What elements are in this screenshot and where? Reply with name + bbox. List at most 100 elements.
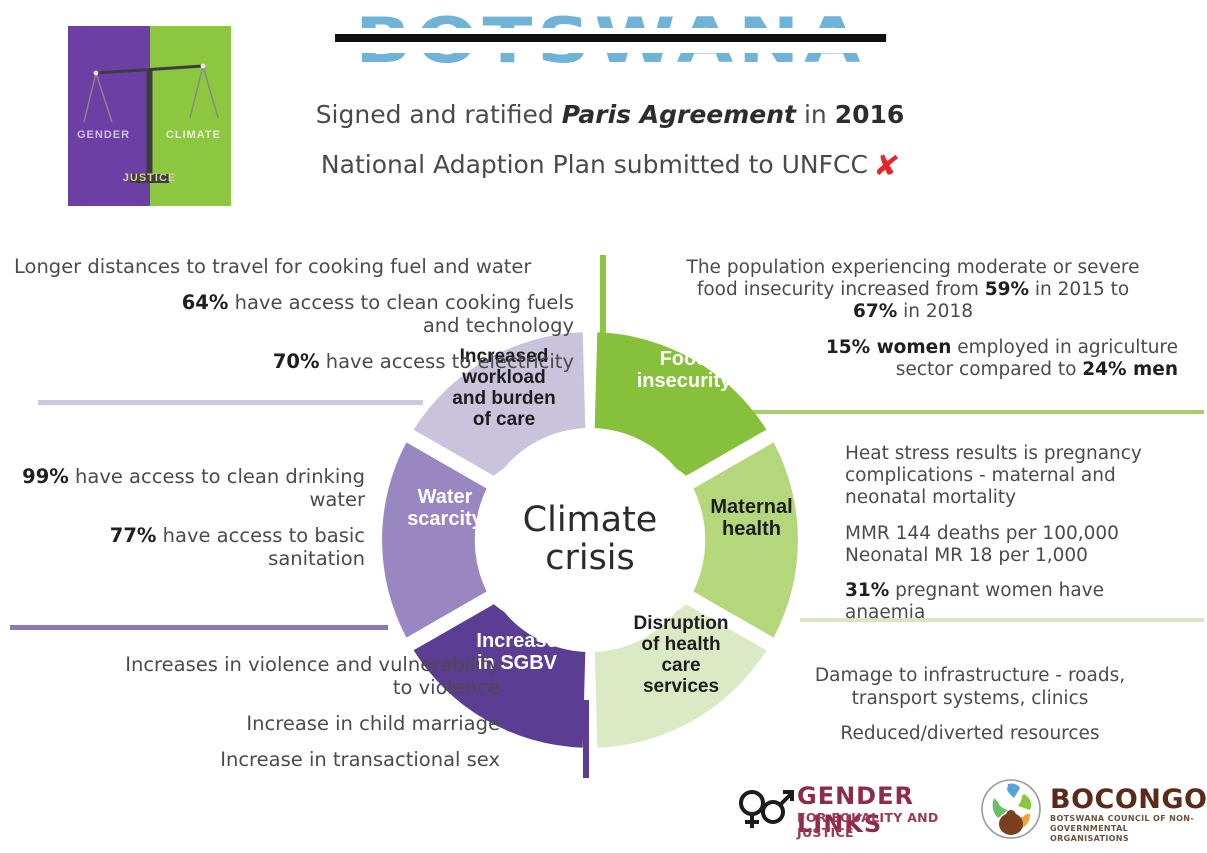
gender-climate-justice-logo: GENDER CLIMATE JUSTICE	[68, 26, 231, 206]
maternal-fact-1-b: complications - maternal and	[845, 465, 1116, 487]
rule-food-vertical	[600, 255, 606, 347]
text-block-increase-in-sgbv: Increases in violence and vulnerability …	[10, 653, 500, 784]
segment-water-scarcity[interactable]	[382, 442, 487, 638]
water-fact-1-cont: water	[309, 488, 365, 511]
scales-of-justice-icon	[83, 63, 219, 183]
maternal-mmr: MMR 144 deaths per 100,000	[845, 522, 1119, 544]
center-label-line: Climate	[522, 500, 658, 541]
sgbv-fact-1-b: to violence	[392, 676, 500, 699]
sgbv-fact-3: Increase in transactional sex	[220, 748, 500, 771]
food-fact-1-d: in 2018	[897, 301, 973, 323]
gender-links-logo: GENDER LINKS FOR EQUALITY AND JUSTICE	[735, 780, 960, 840]
health-fact-1: Damage to infrastructure - roads, transp…	[760, 665, 1180, 710]
maternal-fact-3-cont: anaemia	[845, 602, 926, 624]
climate-crisis-donut: Increased workload and burden of care Fo…	[370, 320, 810, 760]
segment-label-line: care	[661, 654, 701, 676]
sgbv-fact-1-a: Increases in violence and vulnerability	[125, 653, 500, 676]
food-fact-1-a: The population experiencing moderate or …	[686, 257, 1140, 278]
bocongo-logo: BOCONGO BOTSWANA COUNCIL OF NON-GOVERNME…	[980, 776, 1207, 843]
sgbv-fact-1: Increases in violence and vulnerability …	[10, 653, 500, 699]
workload-fact-3: 70% have access to electricity	[14, 350, 574, 373]
maternal-fact-2: MMR 144 deaths per 100,000 Neonatal MR 1…	[845, 523, 1185, 567]
segment-label-line: scarcity	[407, 508, 483, 530]
donut-center-label: Climate crisis	[522, 500, 658, 578]
water-fact-1-rest: have access to clean drinking	[68, 465, 365, 488]
text-block-food-insecurity: The population experiencing moderate or …	[648, 257, 1178, 394]
food-fact-2-rest: employed in agriculture	[951, 336, 1178, 358]
food-pct-59: 59%	[984, 279, 1030, 301]
gender-links-tagline: FOR EQUALITY AND JUSTICE	[797, 810, 939, 840]
x-mark-icon: ✘	[871, 147, 902, 186]
text-block-water-scarcity: 99% have access to clean drinking water …	[10, 465, 365, 583]
workload-fact-1: Longer distances to travel for cooking f…	[14, 255, 532, 278]
segment-label-disruption-health-care: Disruption of health care services	[616, 613, 746, 698]
maternal-fact-1-a: Heat stress results is pregnancy	[845, 443, 1142, 464]
segment-label-line: workload	[462, 366, 546, 388]
sgbv-fact-2: Increase in child marriage	[246, 712, 500, 735]
nap-line: National Adaption Plan submitted to UNFC…	[300, 146, 920, 185]
rule-workload	[38, 400, 423, 405]
health-fact-1-a: Damage to infrastructure - roads,	[814, 665, 1126, 686]
logo-label-gender: GENDER	[77, 128, 131, 141]
food-pct-15-women: 15% women	[825, 336, 952, 358]
page-title: BOTSWANA	[334, 8, 886, 74]
bocongo-circle-hands-icon	[981, 779, 1041, 839]
health-fact-2: Reduced/diverted resources	[840, 723, 1100, 745]
bocongo-name: BOCONGO	[1050, 784, 1207, 815]
paris-prefix: Signed and ratified	[315, 100, 562, 129]
segment-label-line: Water	[417, 486, 473, 508]
center-label-line: crisis	[545, 538, 635, 578]
bocongo-subtitle: BOTSWANA COUNCIL OF NON-GOVERNMENTAL ORG…	[1050, 814, 1195, 843]
water-fact-1: 99% have access to clean drinking water	[10, 465, 365, 511]
rule-food	[616, 410, 1204, 414]
workload-pct-70: 70%	[272, 350, 320, 373]
gender-links-name: GENDER LINKS	[797, 782, 914, 838]
segment-label-line: Maternal	[710, 496, 793, 518]
water-pct-77: 77%	[109, 524, 157, 547]
segment-label-food-insecurity: Food insecurity	[624, 348, 744, 392]
header: BOTSWANA Signed and ratified Paris Agree…	[300, 8, 920, 186]
rule-sgbv-vertical	[583, 700, 589, 778]
maternal-fact-3-rest: pregnant women have	[889, 579, 1105, 601]
food-fact-2: 15% women employed in agriculture sector…	[648, 337, 1178, 381]
water-fact-2-cont: sanitation	[268, 547, 365, 570]
water-pct-99: 99%	[22, 465, 69, 488]
paris-year: 2016	[834, 100, 905, 129]
logo-label-climate: CLIMATE	[165, 128, 221, 141]
paris-agreement-name: Paris Agreement	[561, 100, 797, 129]
food-pct-67: 67%	[853, 301, 898, 323]
food-fact-1-b: food insecurity increased from	[696, 279, 985, 301]
text-block-increased-workload: Longer distances to travel for cooking f…	[14, 255, 574, 386]
segment-label-line: Disruption	[633, 613, 729, 634]
nap-text: National Adaption Plan submitted to UNFC…	[320, 150, 868, 179]
maternal-fact-3: 31% pregnant women have anaemia	[845, 580, 1185, 624]
text-block-health-services: Damage to infrastructure - roads, transp…	[760, 665, 1180, 759]
maternal-fact-1: Heat stress results is pregnancy complic…	[845, 443, 1185, 510]
segment-label-increased-workload: Increased workload and burden of care	[434, 346, 574, 431]
workload-fact-2: 64% have access to clean cooking fuels a…	[14, 291, 574, 337]
segment-maternal-health[interactable]	[693, 442, 798, 638]
segment-label-line: Increase	[476, 630, 558, 652]
rule-maternal	[800, 618, 1204, 622]
footer-logos: GENDER LINKS FOR EQUALITY AND JUSTICE BO…	[735, 776, 1207, 846]
food-fact-1-c: in 2015 to	[1029, 279, 1130, 301]
maternal-pct-31: 31%	[845, 579, 890, 601]
workload-fact-3-rest: have access to electricity	[319, 350, 574, 373]
segment-label-line: of health	[641, 633, 721, 655]
water-fact-2: 77% have access to basic sanitation	[10, 524, 365, 570]
segment-label-line: Food	[659, 348, 709, 370]
food-fact-2-cont: sector compared to	[895, 358, 1083, 380]
segment-label-line: in SGBV	[476, 652, 557, 674]
segment-label-maternal-health: Maternal health	[694, 496, 809, 540]
rule-water	[10, 625, 388, 630]
workload-fact-2-cont: and technology	[422, 314, 574, 337]
segment-label-line: services	[642, 675, 720, 697]
segment-label-line: of care	[472, 408, 536, 430]
paris-agreement-line: Signed and ratified Paris Agreement in 2…	[300, 100, 920, 129]
segment-label-water-scarcity: Water scarcity	[380, 486, 510, 530]
food-fact-1: The population experiencing moderate or …	[648, 257, 1178, 324]
maternal-fact-1-c: neonatal mortality	[845, 487, 1017, 509]
donut-hole	[478, 428, 702, 652]
segment-label-line: Increased	[459, 346, 549, 367]
